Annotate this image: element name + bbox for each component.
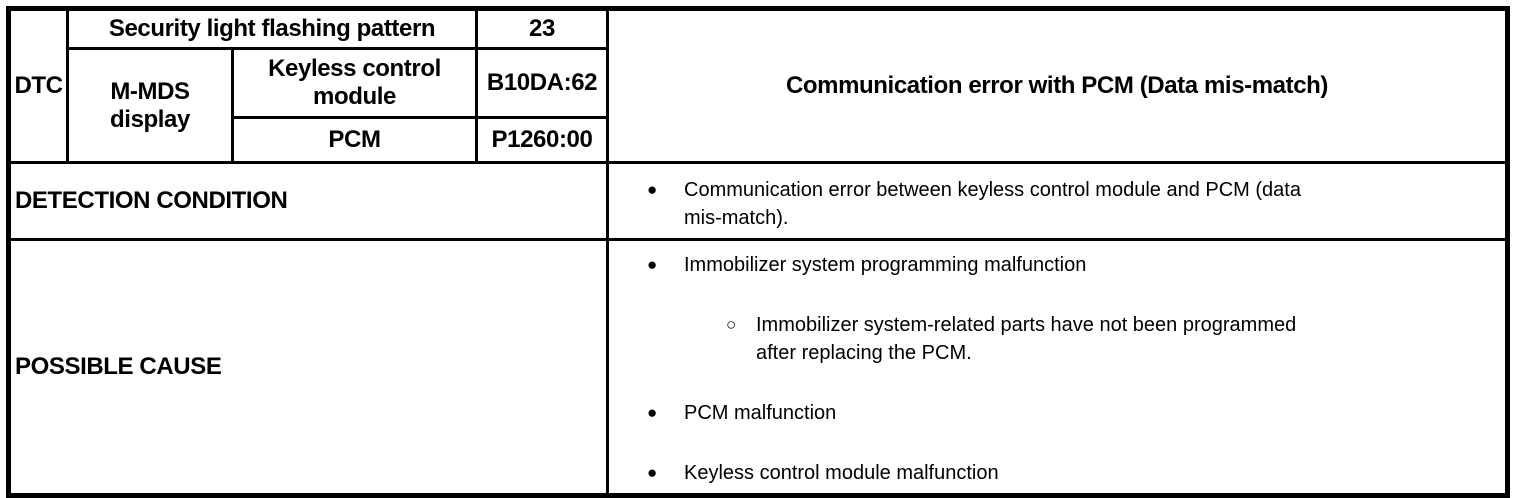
dtc-description-cell: Communication error with PCM (Data mis-m… (606, 7, 1509, 164)
possible-cause-label: POSSIBLE CAUSE (15, 353, 222, 380)
dtc-code-pcm: P1260:00 (491, 126, 593, 153)
detection-condition-label: DETECTION CONDITION (15, 187, 288, 214)
module-source-pcm: PCM (328, 126, 381, 153)
module-source-cell-pcm: PCM (231, 116, 478, 164)
bullet-icon: ● (647, 463, 658, 482)
circle-bullet-icon: ○ (726, 315, 737, 334)
bullet-item-text: Communication error between keyless cont… (684, 179, 1301, 229)
dtc-row-header-cell: DTC (7, 7, 69, 164)
detection-condition-content-cell: ● Communication error between keyless con… (606, 161, 1509, 241)
security-light-pattern-label: Security light flashing pattern (108, 15, 436, 42)
bullet-item-text: Keyless control module malfunction (684, 462, 999, 484)
dtc-info-table: DTC Security light flashing pattern 23 C… (6, 6, 1510, 498)
sub-bullet-item: ○ Immobilizer system-related parts have n… (726, 311, 1497, 367)
detection-condition-label-cell: DETECTION CONDITION (7, 161, 609, 241)
module-source-keyless: Keyless control module (268, 55, 441, 110)
bullet-item-text: PCM malfunction (684, 402, 837, 424)
security-light-pattern-code-cell: 23 (475, 7, 609, 50)
security-light-pattern-code: 23 (529, 15, 555, 42)
bullet-item: ● Immobilizer system programming malfunct… (647, 251, 1497, 279)
bullet-item: ● Communication error between keyless con… (647, 176, 1497, 232)
bullet-icon: ● (647, 180, 658, 199)
bullet-item: ● PCM malfunction (647, 399, 1497, 427)
security-light-pattern-label-cell: Security light flashing pattern (66, 7, 478, 50)
module-source-cell-keyless: Keyless control module (231, 47, 478, 119)
bullet-icon: ● (647, 403, 658, 422)
possible-cause-content-cell: ● Immobilizer system programming malfunct… (606, 238, 1509, 497)
bullet-icon: ● (647, 255, 658, 274)
dtc-code-cell-pcm: P1260:00 (475, 116, 609, 164)
bullet-item-text: Immobilizer system-related parts have no… (756, 314, 1297, 364)
dtc-code-cell-keyless: B10DA:62 (475, 47, 609, 119)
dtc-description: Communication error with PCM (Data mis-m… (785, 72, 1329, 99)
dtc-label: DTC (14, 72, 63, 99)
bullet-item: ● Keyless control module malfunction (647, 459, 1497, 487)
bullet-item-text: Immobilizer system programming malfuncti… (684, 254, 1087, 276)
dtc-code-keyless: B10DA:62 (486, 69, 598, 96)
mmds-display-label: M-MDS display (110, 77, 190, 133)
mmds-display-label-cell: M-MDS display (66, 47, 234, 164)
possible-cause-label-cell: POSSIBLE CAUSE (7, 238, 609, 497)
